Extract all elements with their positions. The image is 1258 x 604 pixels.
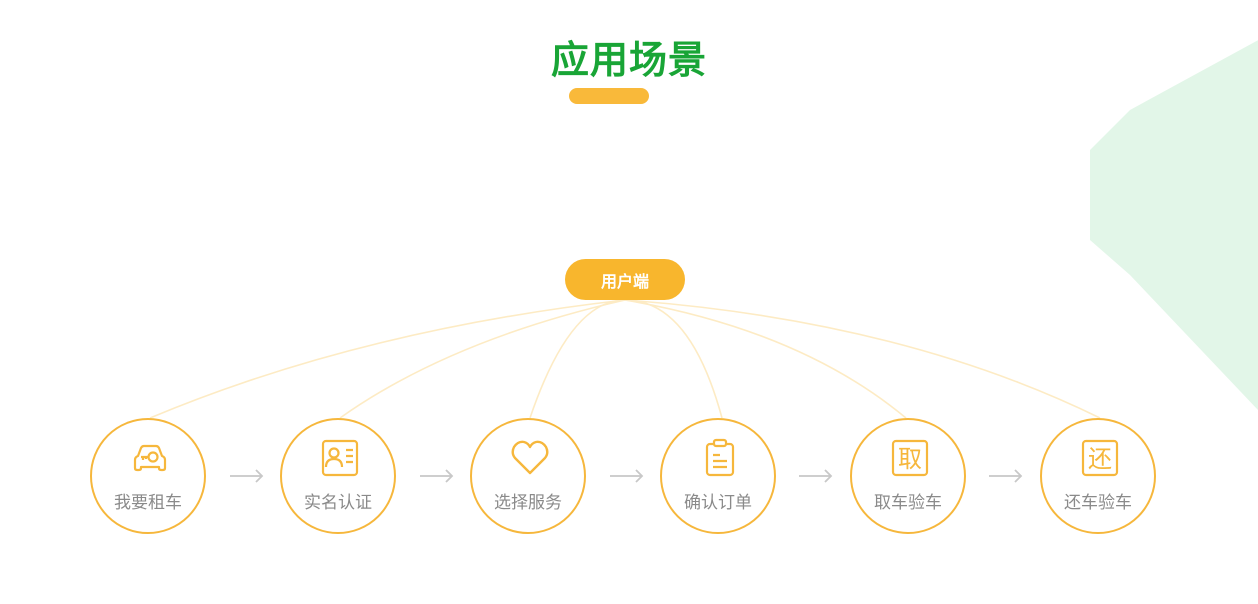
return-char-icon: 还 (1081, 439, 1119, 477)
section-title: 应用场景 (550, 38, 707, 82)
arrow-right-icon (610, 469, 644, 483)
return-char-glyph: 还 (1088, 445, 1112, 473)
connector-line-3 (529, 299, 626, 419)
connector-line-2 (339, 299, 626, 419)
id-card-icon (321, 439, 359, 477)
step-pickup-inspect[interactable]: 取 取车验车 (850, 418, 966, 534)
clipboard-icon (705, 438, 735, 477)
pickup-char-icon: 取 (891, 439, 929, 477)
arrow-right-icon (989, 469, 1023, 483)
step-verify-identity[interactable]: 实名认证 (280, 418, 396, 534)
step-return-inspect[interactable]: 还 还车验车 (1040, 418, 1156, 534)
user-side-pill: 用户端 (565, 259, 685, 300)
connector-line-1 (149, 299, 626, 419)
step-label: 确认订单 (684, 493, 752, 513)
connector-line-6 (624, 299, 1101, 419)
arrow-right-icon (420, 469, 454, 483)
car-key-icon (133, 444, 167, 472)
step-label: 取车验车 (874, 493, 942, 513)
title-underline-bar (569, 88, 649, 104)
step-label: 我要租车 (114, 493, 182, 513)
step-rent-car[interactable]: 我要租车 (90, 418, 206, 534)
step-label: 选择服务 (494, 493, 562, 513)
connector-line-5 (624, 299, 907, 419)
step-select-service[interactable]: 选择服务 (470, 418, 586, 534)
step-label: 实名认证 (304, 493, 372, 513)
step-confirm-order[interactable]: 确认订单 (660, 418, 776, 534)
step-label: 还车验车 (1064, 493, 1132, 513)
arrow-right-icon (799, 469, 833, 483)
heart-icon (511, 440, 549, 475)
pickup-char-glyph: 取 (898, 445, 922, 473)
arrow-right-icon (230, 469, 264, 483)
